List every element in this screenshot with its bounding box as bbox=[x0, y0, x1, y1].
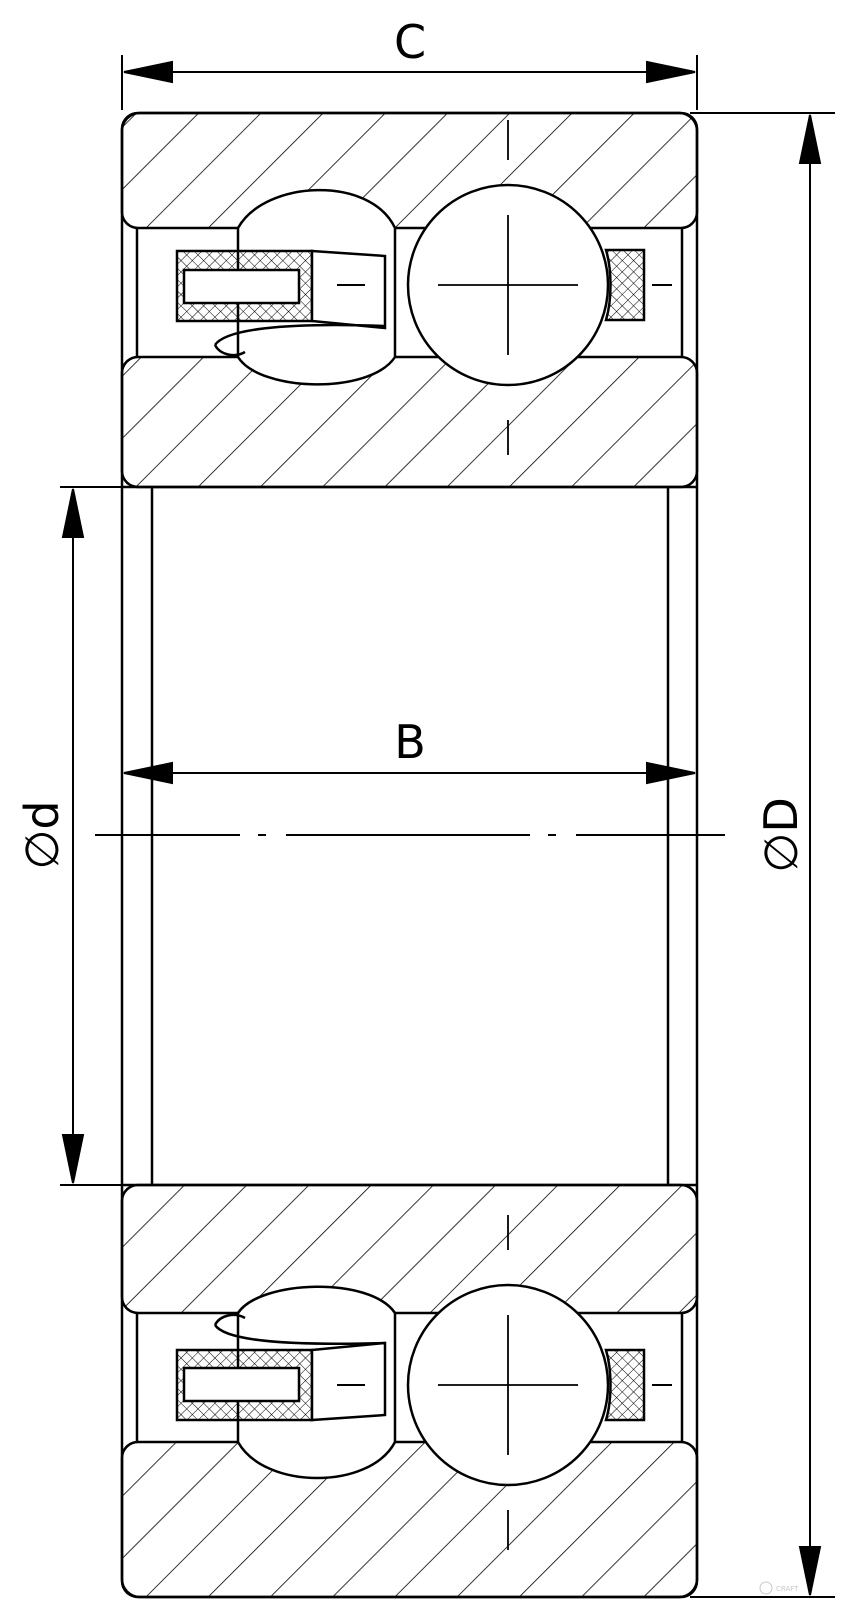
dimension-c-label: C bbox=[394, 15, 426, 69]
dimension-b bbox=[123, 761, 696, 785]
ball-right-top bbox=[406, 120, 610, 455]
dimension-d-large-label: ∅D bbox=[754, 797, 808, 873]
outer-ring-bottom bbox=[120, 1440, 699, 1599]
dimension-d-large bbox=[690, 112, 835, 1598]
watermark-text: CRAFT bbox=[776, 1585, 799, 1593]
dimension-d-small bbox=[60, 486, 150, 1186]
outer-ring-top bbox=[120, 111, 699, 230]
dimension-d-small-label: ∅d bbox=[15, 800, 69, 869]
cage-left-bottom bbox=[175, 1313, 387, 1422]
cage-right-bottom bbox=[604, 1348, 672, 1422]
dimension-c bbox=[121, 55, 698, 110]
ball-right-bottom bbox=[406, 1215, 610, 1550]
inner-ring-top bbox=[120, 355, 699, 489]
watermark-logo: CRAFT bbox=[759, 1581, 799, 1595]
cage-left-top bbox=[175, 249, 387, 357]
dimension-b-label: B bbox=[394, 715, 426, 769]
inner-ring-bottom bbox=[120, 1183, 699, 1315]
cage-right-top bbox=[604, 248, 672, 322]
